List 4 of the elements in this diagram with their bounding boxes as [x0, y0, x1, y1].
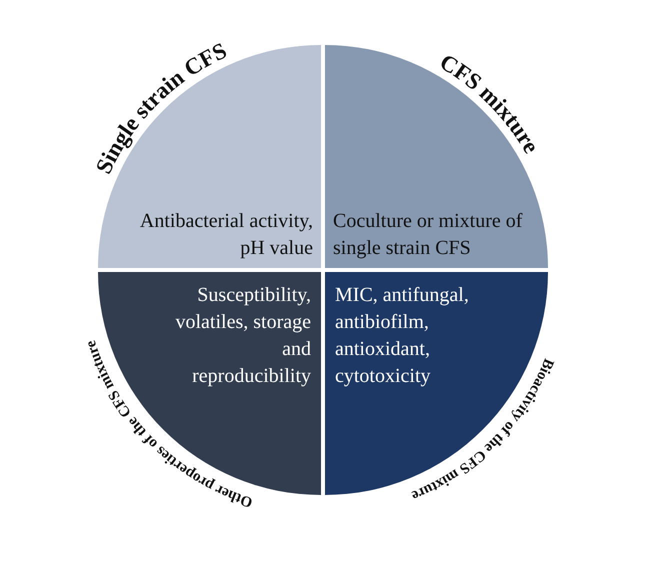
sector-text: Antibacterial activity, pH value	[138, 209, 313, 261]
sector-text: MIC, antifungal, antibiofilm, antioxidant, cytotoxicity	[335, 283, 470, 389]
sector-text: Susceptibility, volatiles, storage and reproducibility	[174, 283, 311, 389]
sector-text: Coculture or mixture of single strain CFS	[333, 209, 524, 261]
